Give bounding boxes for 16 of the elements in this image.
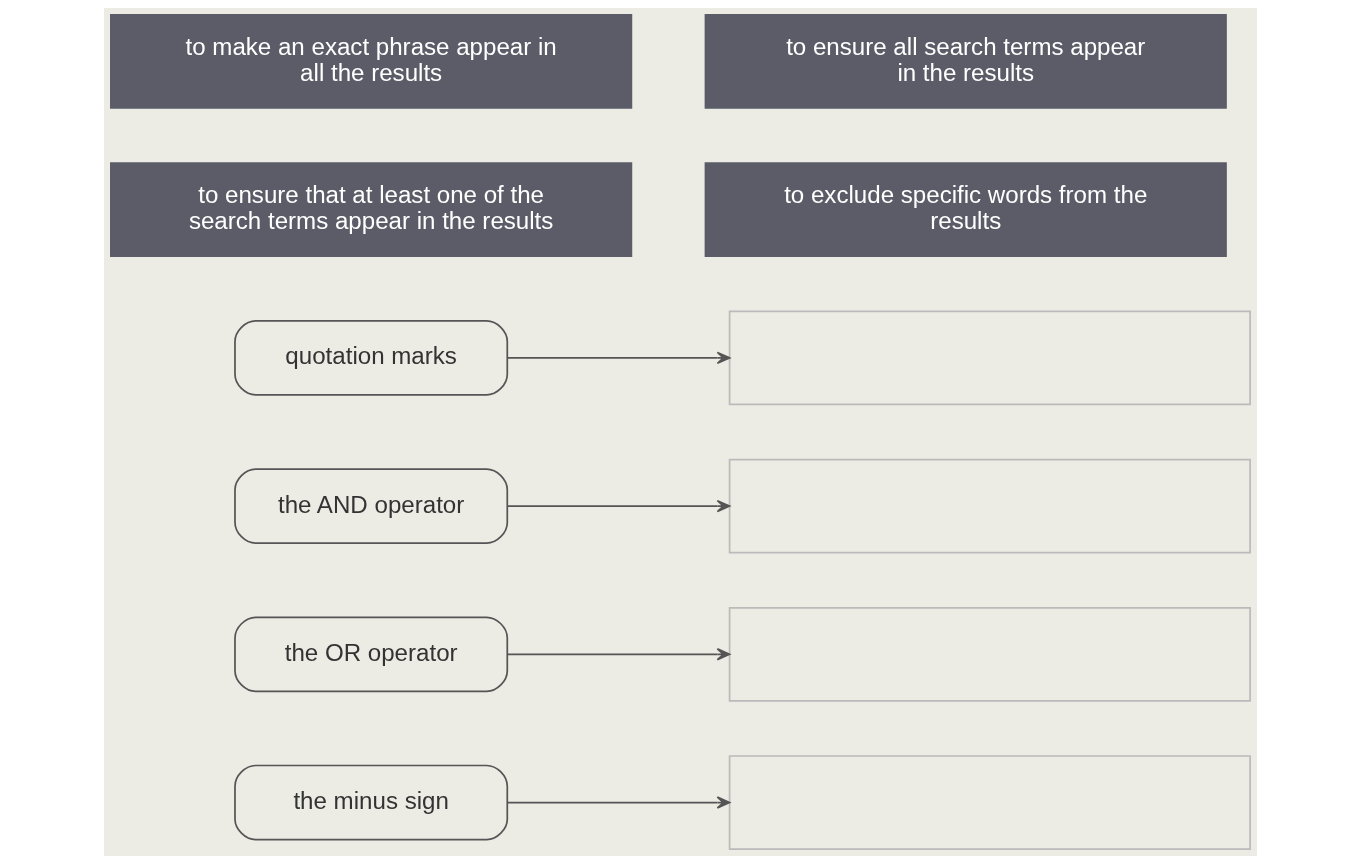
node-box: quotation marks (233, 319, 508, 396)
node-box (728, 458, 1251, 554)
arrow (506, 648, 730, 661)
node-box: the AND operator (233, 468, 508, 544)
node-box (728, 606, 1251, 702)
node-box (728, 755, 1251, 850)
arrow (506, 351, 730, 365)
arrow (506, 796, 730, 809)
node-box: to ensure that at least one of the search terms appear in the results (109, 162, 632, 258)
node-box: the OR operator (233, 616, 508, 693)
node-box: the minus sign (233, 764, 508, 841)
arrow (506, 499, 730, 513)
node-box (728, 310, 1251, 406)
node-box: to exclude specific words from the results (704, 162, 1227, 258)
node-box: to ensure all search terms appear in the results (704, 14, 1227, 109)
node-box: to make an exact phrase appear in all the results (109, 14, 632, 109)
